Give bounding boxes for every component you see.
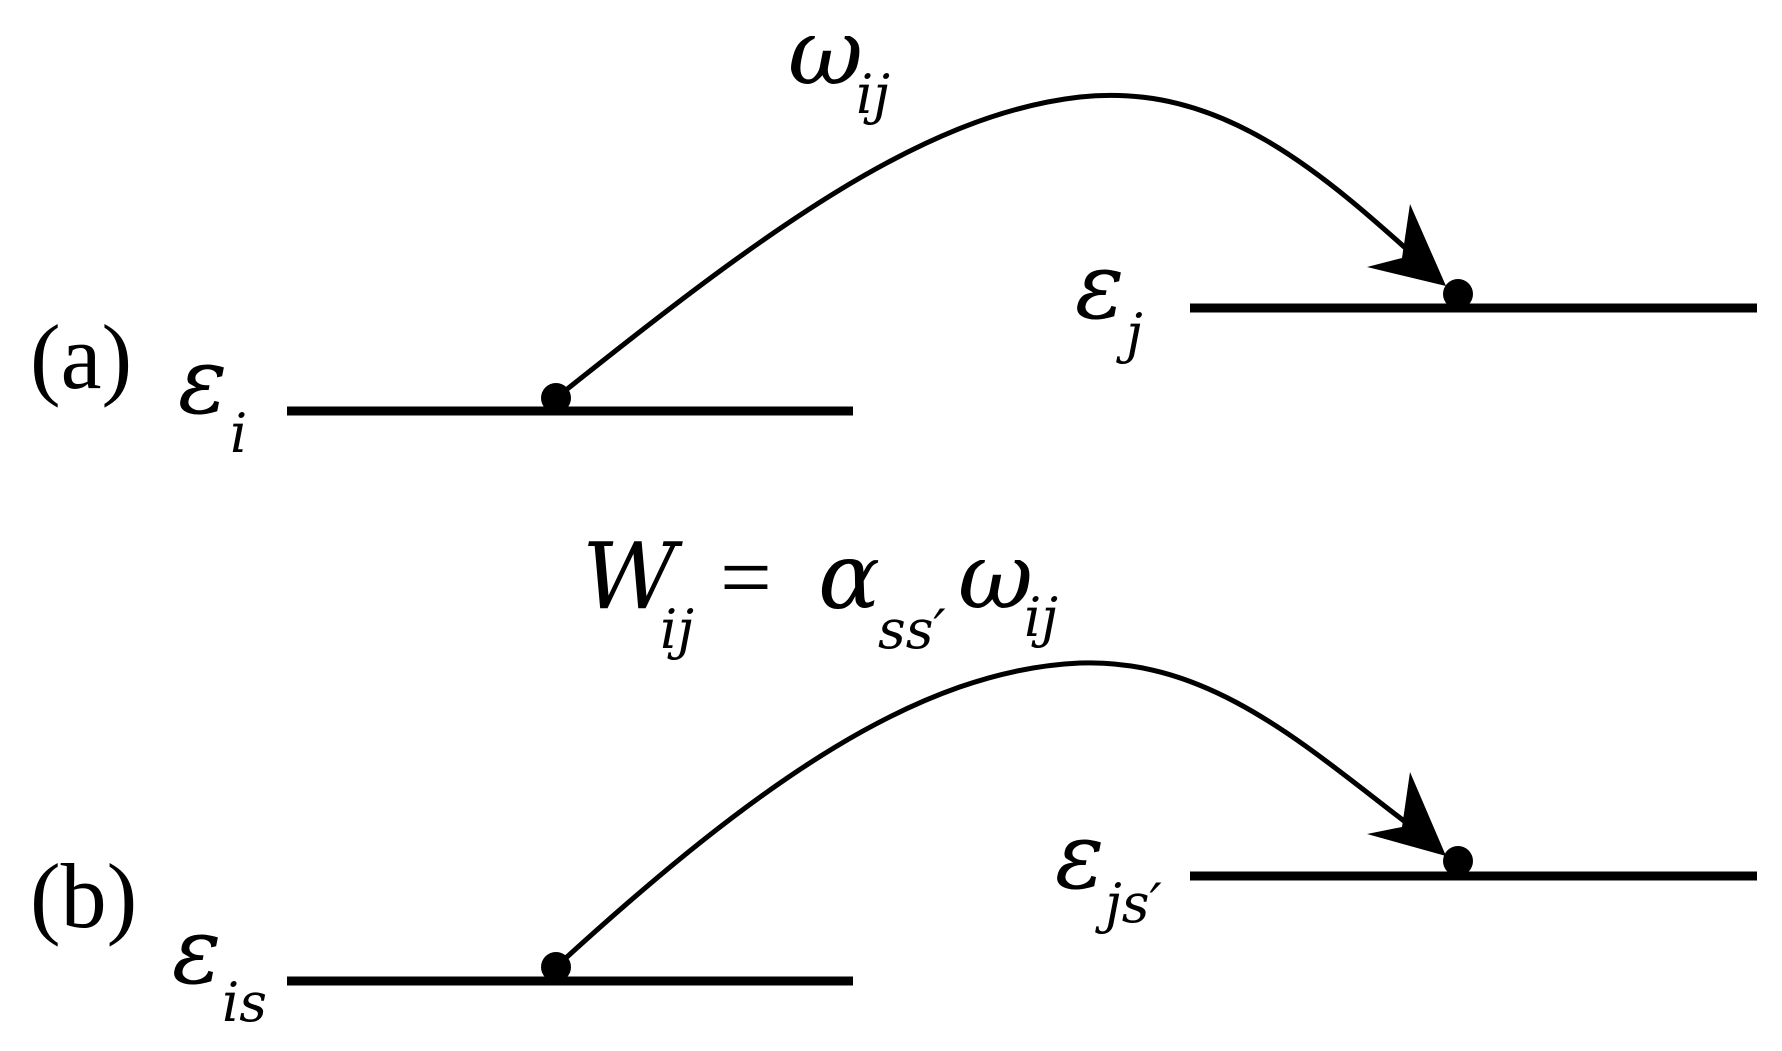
level-i-symbol: ε [178, 328, 227, 435]
equation-w-subscript: ij [660, 598, 694, 661]
panel-b-label: (b) [30, 845, 137, 947]
end-dot-a [1443, 279, 1473, 309]
panel-a: (a) ε i ε j ω ij [30, 0, 1757, 465]
start-dot-a [541, 383, 571, 413]
start-dot-b [541, 952, 571, 982]
level-i-subscript: i [230, 402, 247, 465]
level-is-subscript: is [222, 971, 267, 1034]
equation-equals: = [720, 526, 772, 628]
equation-omega-symbol: ω [958, 523, 1033, 630]
equation-w-symbol: W [582, 523, 683, 630]
transition-arrowhead-b [1367, 772, 1446, 856]
omega-label: ω [788, 0, 863, 106]
transition-arc-a [553, 92, 1435, 401]
panel-b: (b) ε is ε js′ [30, 660, 1757, 1034]
omega-subscript: ij [856, 63, 890, 126]
rate-equation: W ij = α ss′ ω ij [582, 523, 1058, 661]
equation-alpha-subscript: ss′ [878, 598, 946, 661]
end-dot-b [1443, 846, 1473, 876]
equation-alpha-symbol: α [818, 523, 880, 630]
level-is-symbol: ε [172, 898, 221, 1005]
level-j-symbol: ε [1075, 233, 1124, 340]
level-js-symbol: ε [1055, 803, 1104, 910]
panel-a-label: (a) [30, 306, 132, 408]
transition-arc-b [553, 660, 1435, 970]
level-js-subscript: js′ [1095, 872, 1162, 935]
equation-omega-subscript: ij [1024, 586, 1058, 649]
transition-arrowhead-a [1367, 204, 1446, 286]
